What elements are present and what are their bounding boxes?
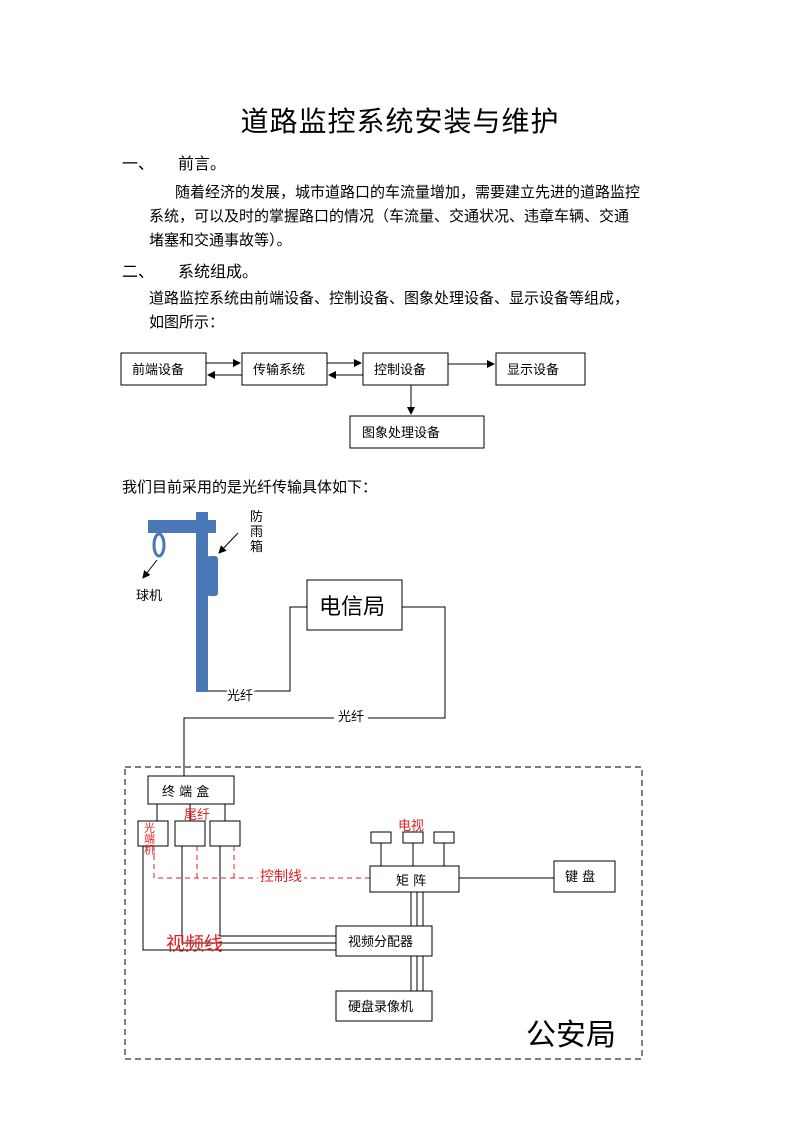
arrow-rain-box bbox=[218, 532, 239, 554]
control-device-box: 控制设备 bbox=[362, 352, 449, 386]
image-processing-box: 图象处理设备 bbox=[349, 415, 485, 449]
section-2-number: 二、 bbox=[122, 262, 155, 281]
para-1-line-1: 随着经济的发展，城市道路口的车流量增加，需要建立先进的道路监控 bbox=[175, 183, 641, 201]
image-processing-label: 图象处理设备 bbox=[362, 425, 440, 441]
tv-3 bbox=[433, 831, 455, 844]
dome-camera-shape bbox=[152, 532, 166, 558]
para-2-line-2: 如图所示： bbox=[149, 313, 225, 331]
keyboard-label: 键 盘 bbox=[565, 869, 595, 885]
control-device-label: 控制设备 bbox=[374, 362, 426, 378]
front-device-box: 前端设备 bbox=[120, 352, 207, 386]
para-3: 我们目前采用的是光纤传输具体如下： bbox=[122, 478, 378, 496]
optical-unit-2 bbox=[174, 820, 206, 847]
rain-box-label-vertical: 防雨箱 bbox=[250, 510, 264, 555]
para-1-line-3: 堵塞和交通事故等）。 bbox=[149, 231, 292, 249]
rain-box-shape bbox=[207, 556, 218, 596]
fiber-left-label: 光纤 bbox=[227, 689, 253, 704]
section-1-number: 一、 bbox=[122, 154, 155, 173]
page-title: 道路监控系统安装与维护 bbox=[240, 105, 560, 138]
display-device-label: 显示设备 bbox=[507, 362, 559, 378]
dvr-label: 硬盘录像机 bbox=[348, 999, 413, 1015]
video-line-3 bbox=[219, 846, 336, 937]
video-distributor-box bbox=[335, 925, 433, 957]
front-device-label: 前端设备 bbox=[132, 362, 184, 378]
video-line-1 bbox=[142, 846, 336, 951]
optical-end-label: 光端机 bbox=[143, 821, 156, 855]
para-1-line-2: 系统，可以及时的掌握路口的情况（车流量、交通状况、违章车辆、交通 bbox=[149, 207, 630, 225]
matrix-label: 矩 阵 bbox=[396, 874, 426, 889]
section-2-heading: 系统组成。 bbox=[178, 262, 259, 281]
police-area-boundary bbox=[124, 766, 643, 1060]
arrow-dome bbox=[142, 559, 158, 579]
terminal-box-label: 终 端 盒 bbox=[162, 784, 209, 800]
optical-unit-1 bbox=[137, 820, 169, 847]
telecom-box bbox=[306, 579, 403, 631]
transmit-system-box: 传输系统 bbox=[241, 352, 328, 386]
para-2-line-1: 道路监控系统由前端设备、控制设备、图象处理设备、显示设备等组成， bbox=[149, 289, 630, 307]
display-device-box: 显示设备 bbox=[495, 352, 586, 386]
fiber-pole-to-telecom bbox=[208, 606, 307, 692]
video-line-label: 视频线 bbox=[166, 933, 223, 955]
camera-pole bbox=[148, 512, 218, 692]
fiber-mid-label: 光纤 bbox=[338, 710, 364, 725]
terminal-box bbox=[147, 775, 235, 805]
police-label: 公安局 bbox=[526, 1018, 616, 1053]
keyboard-box bbox=[553, 860, 616, 893]
fiber-telecom-to-terminal bbox=[183, 606, 446, 776]
control-line-label: 控制线 bbox=[260, 869, 302, 885]
matrix-box bbox=[369, 865, 460, 893]
dvr-box bbox=[335, 990, 433, 1022]
section-1-heading: 前言。 bbox=[178, 154, 227, 173]
transmit-system-label: 传输系统 bbox=[253, 362, 305, 378]
video-distributor-label: 视频分配器 bbox=[348, 935, 413, 950]
dome-label: 球机 bbox=[136, 589, 162, 604]
optical-unit-3 bbox=[209, 820, 241, 847]
tv-1 bbox=[370, 831, 392, 844]
pigtail-label: 尾纤 bbox=[184, 808, 210, 823]
tv-label: 电视 bbox=[398, 819, 424, 834]
video-line-2 bbox=[181, 846, 336, 944]
telecom-label: 电信局 bbox=[319, 595, 385, 620]
